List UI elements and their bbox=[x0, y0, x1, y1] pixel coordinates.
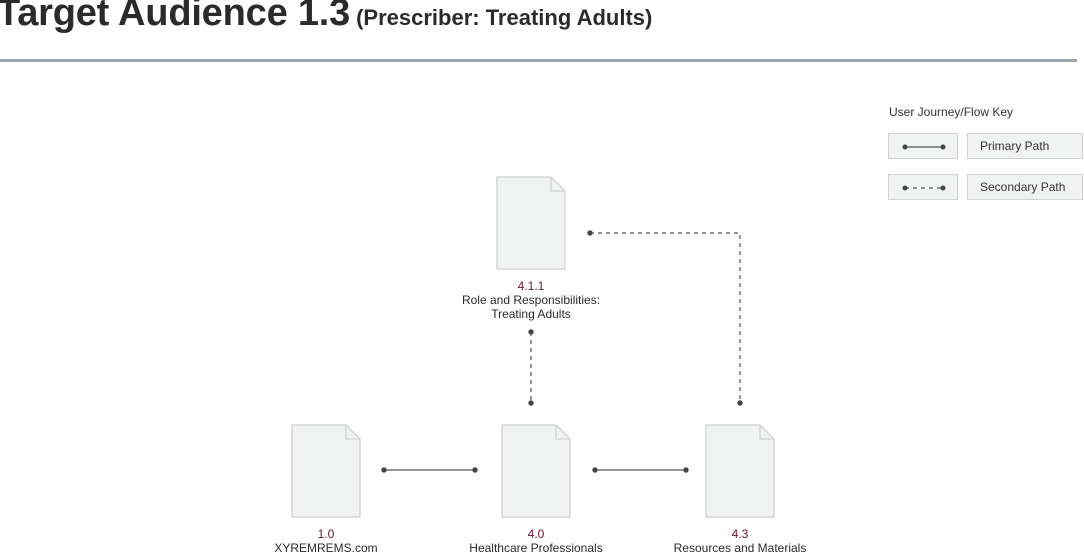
legend-secondary-swatch bbox=[888, 174, 958, 200]
node-number: 4.1.1 bbox=[517, 279, 545, 293]
node-label: Resources and Materials bbox=[673, 541, 807, 555]
legend-primary-label: Primary Path bbox=[967, 133, 1083, 159]
primary-connector-1-0-to-4-0 bbox=[381, 467, 478, 473]
secondary-connector-4-1-1-to-4-0 bbox=[528, 329, 534, 406]
legend-title: User Journey/Flow Key bbox=[889, 105, 1014, 119]
primary-connector-4-0-to-4-3 bbox=[592, 467, 689, 473]
node-4-0[interactable]: 4.0 Healthcare Professionals bbox=[436, 424, 636, 555]
page-subtitle: (Prescriber: Treating Adults) bbox=[356, 5, 653, 30]
node-label-line2: Treating Adults bbox=[491, 307, 571, 321]
page-header: Target Audience 1.3(Prescriber: Treating… bbox=[0, 0, 1084, 62]
node-4-1-1[interactable]: 4.1.1 Role and Responsibilities: Treatin… bbox=[431, 176, 631, 321]
legend-secondary-label: Secondary Path bbox=[967, 174, 1083, 200]
node-label: XYREMREMS.com bbox=[274, 541, 378, 555]
node-label: Role and Responsibilities: bbox=[461, 293, 601, 307]
legend-primary-swatch bbox=[888, 133, 958, 159]
page-title: Target Audience 1.3(Prescriber: Treating… bbox=[0, 0, 652, 35]
node-number: 1.0 bbox=[317, 527, 335, 541]
page-icon bbox=[496, 176, 566, 270]
node-number: 4.3 bbox=[731, 527, 749, 541]
page-title-text: Target Audience 1.3 bbox=[0, 0, 351, 34]
node-1-0[interactable]: 1.0 XYREMREMS.com bbox=[226, 424, 426, 555]
header-divider bbox=[0, 59, 1077, 62]
node-label: Healthcare Professionals bbox=[469, 541, 603, 555]
solid-line-icon bbox=[902, 144, 946, 150]
page-icon bbox=[501, 424, 571, 518]
dashed-line-icon bbox=[902, 185, 946, 191]
node-number: 4.0 bbox=[527, 527, 545, 541]
page-icon bbox=[291, 424, 361, 518]
secondary-connector-4-1-1-to-4-3 bbox=[587, 230, 743, 406]
node-4-3[interactable]: 4.3 Resources and Materials bbox=[640, 424, 840, 555]
page-icon bbox=[705, 424, 775, 518]
